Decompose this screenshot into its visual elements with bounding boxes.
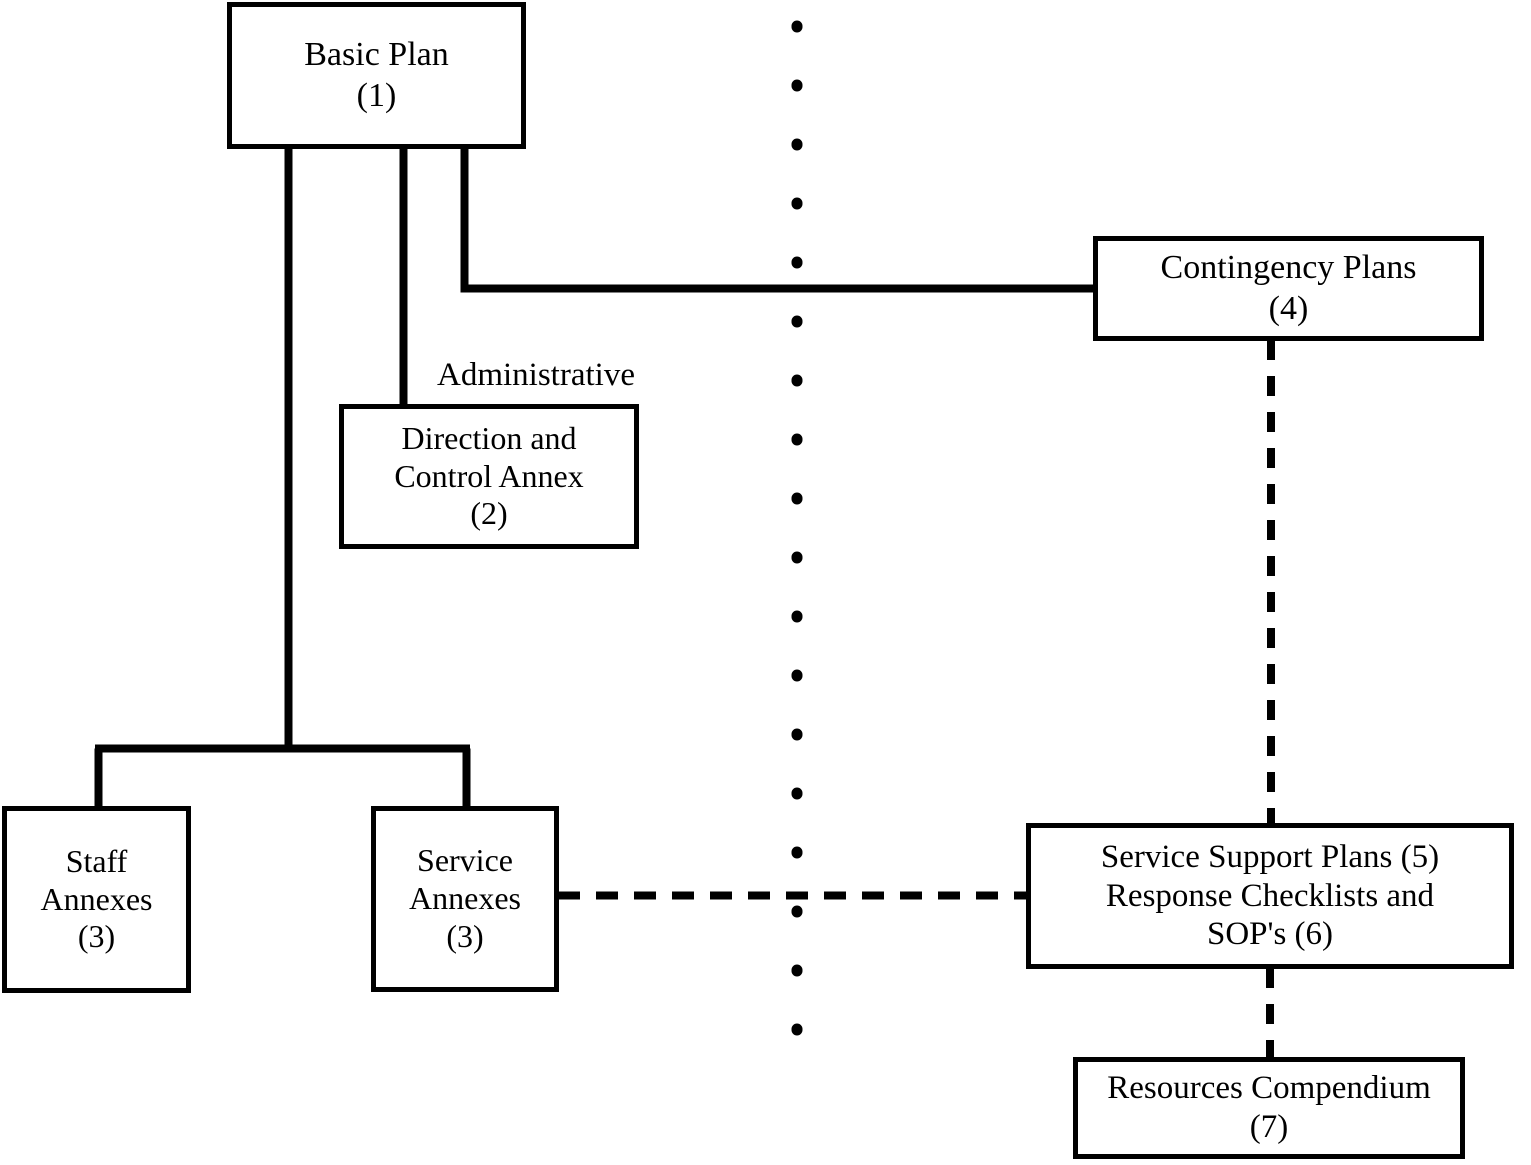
node-resources-compendium-line-2: (7): [1249, 1109, 1289, 1145]
node-basic-plan-line-1: Basic Plan: [304, 36, 449, 74]
node-staff-annexes-line-3: (3): [77, 918, 116, 955]
node-service-support-plans-line-1: Service Support Plans (5): [1100, 838, 1440, 875]
node-staff-annexes-line-2: Annexes: [40, 880, 153, 917]
node-service-support-plans-line-2: Response Checklists and: [1105, 877, 1435, 914]
node-service-support-plans-line-3: SOP's (6): [1206, 916, 1334, 953]
node-basic-plan-line-2: (1): [356, 76, 397, 114]
node-staff-annexes-line-1: Staff: [65, 842, 128, 879]
node-staff-annexes[interactable]: Staff Annexes (3): [2, 806, 191, 993]
node-service-annexes-line-2: Annexes: [409, 880, 521, 917]
node-direction-and-control-annex-line-3: (2): [470, 495, 508, 532]
node-resources-compendium-line-1: Resources Compendium: [1107, 1070, 1431, 1107]
node-service-annexes[interactable]: Service Annexes (3): [371, 806, 559, 992]
node-contingency-plans-line-2: (4): [1268, 289, 1309, 327]
node-direction-and-control-annex-line-2: Control Annex: [394, 457, 584, 494]
node-service-annexes-line-3: (3): [446, 917, 484, 954]
node-direction-and-control-annex-line-1: Direction and: [401, 419, 577, 456]
node-direction-and-control-annex[interactable]: Direction and Control Annex (2): [339, 404, 639, 549]
node-contingency-plans[interactable]: Contingency Plans (4): [1093, 236, 1484, 341]
node-service-support-plans[interactable]: Service Support Plans (5) Response Check…: [1026, 823, 1514, 969]
connector-basic-to-annexes: [94, 149, 471, 808]
label-administrative: Administrative: [437, 357, 635, 393]
node-contingency-plans-line-1: Contingency Plans: [1160, 249, 1417, 287]
node-service-annexes-line-1: Service: [417, 842, 513, 879]
node-resources-compendium[interactable]: Resources Compendium (7): [1073, 1057, 1465, 1159]
node-basic-plan[interactable]: Basic Plan (1): [227, 2, 526, 149]
connector-basic-to-contingency: [460, 149, 1095, 293]
